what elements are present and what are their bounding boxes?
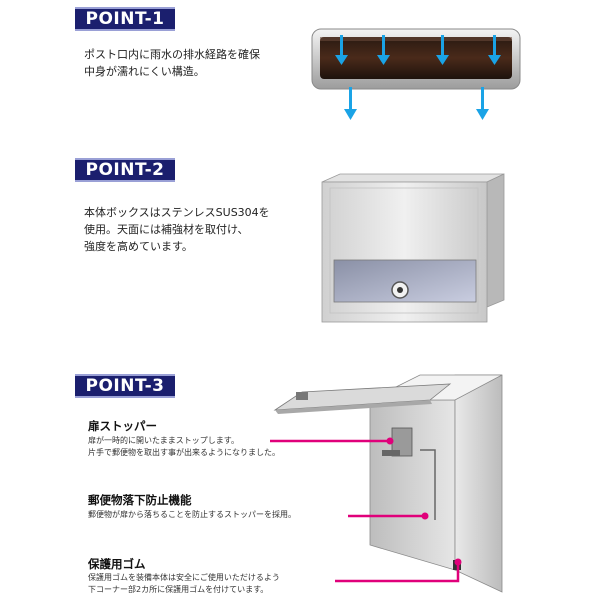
point-1-line: 中身が濡れにくい構造。 (84, 65, 205, 78)
point-1-badge: POINT-1 (75, 7, 175, 31)
point-2-line: 使用。天面には補強材を取付け、 (84, 223, 249, 236)
door-stopper-title: 扉ストッパー (88, 419, 157, 433)
point-2-line: 強度を高めています。 (84, 240, 193, 253)
door-stopper-line: 扉が一時的に開いたままストップします。 (88, 436, 239, 445)
protective-rubber-title: 保護用ゴム (88, 557, 146, 571)
protective-rubber-line: 下コーナー部2カ所に保護用ゴムを付けています。 (88, 585, 269, 594)
point-2-description: 本体ボックスはステンレスSUS304を 使用。天面には補強材を取付け、 強度を高… (84, 204, 270, 255)
point-1-description: ポスト口内に雨水の排水経路を確保 中身が濡れにくい構造。 (84, 46, 260, 80)
point-3-badge: POINT-3 (75, 374, 175, 398)
drop-prevention-line: 郵便物が扉から落ちることを防止するストッパーを採用。 (88, 510, 296, 519)
drop-prevention-title: 郵便物落下防止機能 (88, 493, 192, 507)
stainless-box-illustration (321, 173, 505, 323)
drain-slot-illustration (311, 28, 521, 120)
point-1-line: ポスト口内に雨水の排水経路を確保 (84, 48, 260, 61)
protective-rubber-description: 保護用ゴムを装備本体は安全にご使用いただけるよう 下コーナー部2カ所に保護用ゴム… (88, 572, 280, 596)
point-2-badge: POINT-2 (75, 158, 175, 182)
door-stopper-line: 片手で郵便物を取出す事が出来るようになりました。 (88, 448, 280, 457)
point-2-line: 本体ボックスはステンレスSUS304を (84, 206, 270, 219)
door-stopper-description: 扉が一時的に開いたままストップします。 片手で郵便物を取出す事が出来るようになり… (88, 435, 280, 459)
protective-rubber-line: 保護用ゴムを装備本体は安全にご使用いただけるよう (88, 573, 280, 582)
drop-prevention-description: 郵便物が扉から落ちることを防止するストッパーを採用。 (88, 509, 296, 521)
